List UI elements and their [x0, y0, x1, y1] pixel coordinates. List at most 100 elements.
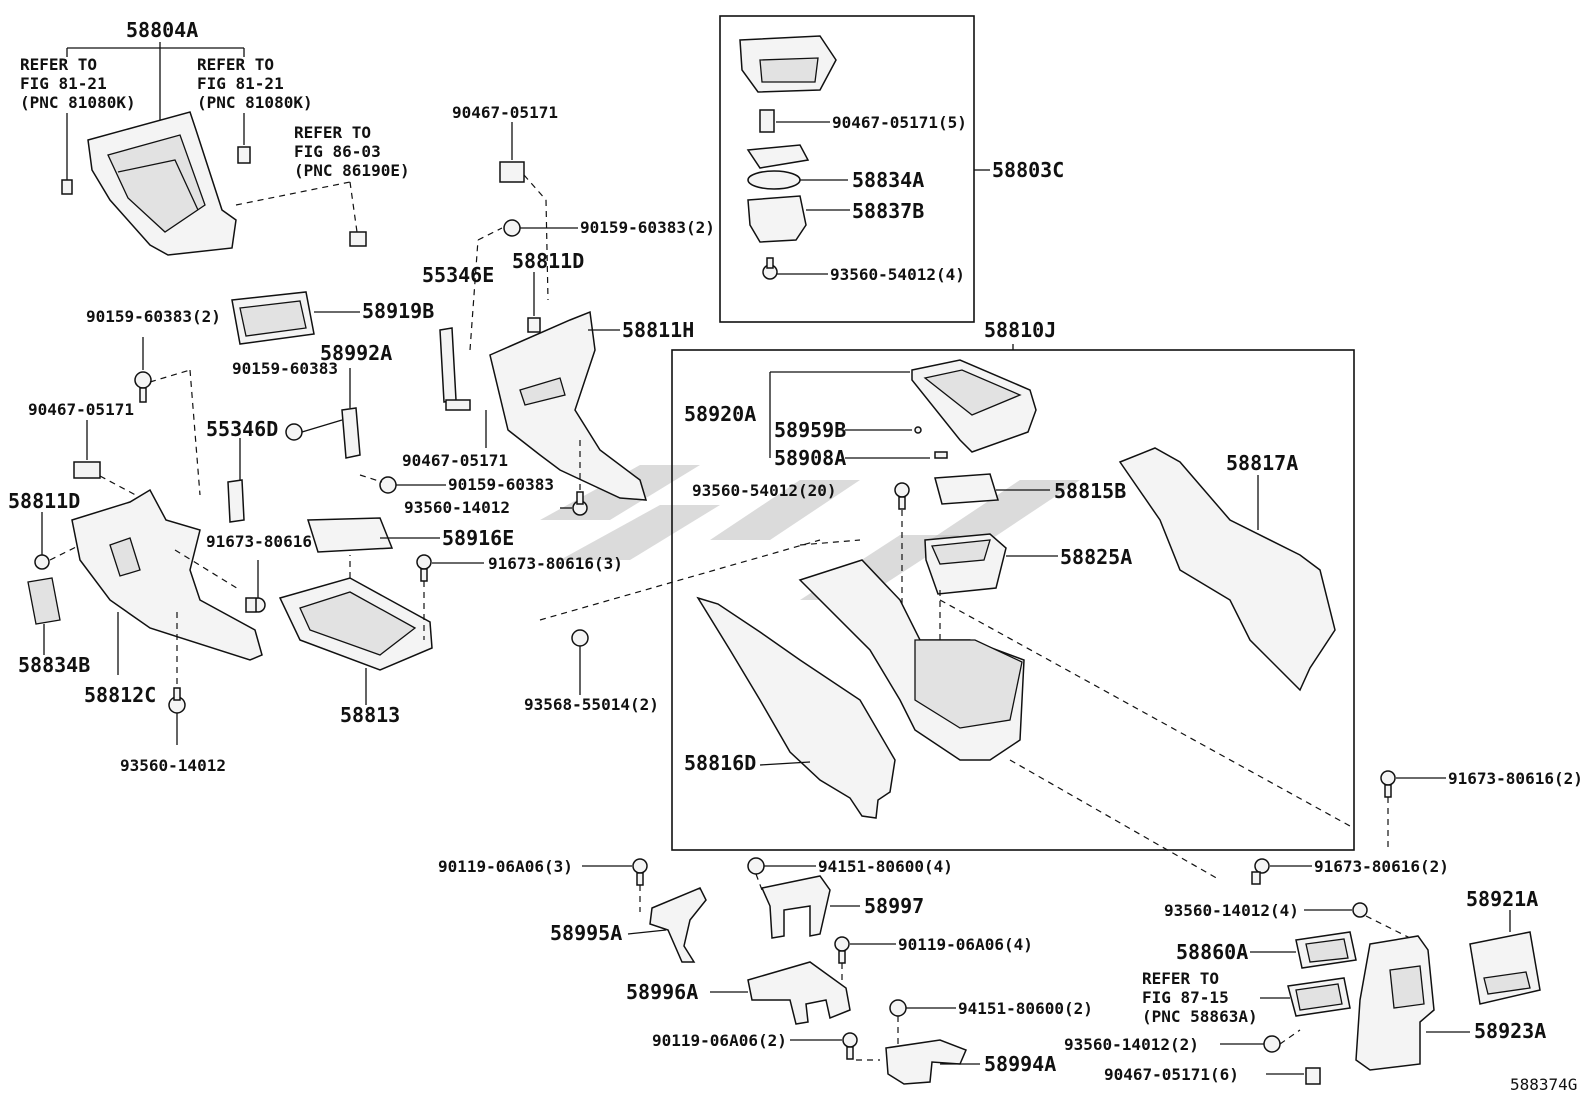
part-58920A-lid — [769, 344, 1037, 459]
part-bolt-93560-mid — [560, 440, 588, 516]
part-bolt-91673-3 — [416, 554, 484, 640]
callout-94151-80600-2: 94151-80600(2) — [958, 999, 1093, 1018]
part-58817A — [1118, 447, 1336, 692]
callout-91673-80616-2-a: 91673-80616(2) — [1448, 769, 1583, 788]
box-58803C — [719, 15, 975, 323]
callout-58834B: 58834B — [18, 653, 90, 677]
part-58825A — [924, 533, 1058, 595]
callout-58921A: 58921A — [1466, 887, 1538, 911]
callout-58994A: 58994A — [984, 1052, 1056, 1076]
part-screw-90159-left — [134, 337, 201, 496]
part-58812C — [71, 488, 263, 675]
callout-93560-14012-mid: 93560-14012 — [404, 498, 510, 517]
callout-58995A: 58995A — [550, 921, 622, 945]
ref4-line3: (PNC 58863A) — [1142, 1007, 1258, 1026]
part-bolt-93560-4 — [1304, 902, 1411, 939]
part-58804A-panel — [61, 42, 367, 256]
part-58816D — [696, 596, 896, 819]
ref2-line2: FIG 81-21 — [197, 74, 284, 93]
callout-58860A: 58860A — [1176, 940, 1248, 964]
part-58860A — [1250, 931, 1357, 969]
callout-93560-14012-4: 93560-14012(4) — [1164, 901, 1299, 920]
part-bolt-93560-left — [168, 612, 186, 745]
part-bolt-91673-left — [245, 560, 266, 613]
part-screw-93568 — [539, 539, 821, 695]
callout-91673-80616-2-b: 91673-80616(2) — [1314, 857, 1449, 876]
callout-90467-05171-left: 90467-05171 — [28, 400, 134, 419]
callout-90159-60383-low: 90159-60383 — [448, 475, 554, 494]
part-bolt-91673-right-a — [1380, 770, 1446, 850]
callout-94151-80600-4: 94151-80600(4) — [818, 857, 953, 876]
callout-93568-55014-2: 93568-55014(2) — [524, 695, 659, 714]
ref2-line1: REFER TO — [197, 55, 274, 74]
part-nut-94151-4 — [747, 857, 816, 891]
part-bolt-93560-20 — [894, 482, 910, 640]
callout-58816D: 58816D — [684, 751, 756, 775]
callout-90119-06A06-2: 90119-06A06(2) — [652, 1031, 787, 1050]
callout-58992A: 58992A — [320, 341, 392, 365]
callout-90119-06A06-4: 90119-06A06(4) — [898, 935, 1033, 954]
part-58921A — [1469, 910, 1541, 1005]
callout-90467-05171-5: 90467-05171(5) — [832, 113, 967, 132]
callout-58811D-left: 58811D — [8, 489, 80, 513]
part-55346D — [227, 438, 245, 523]
guide-line — [939, 599, 1351, 827]
callout-58997: 58997 — [864, 894, 924, 918]
part-58995A — [627, 887, 707, 963]
part-55346E — [439, 227, 503, 411]
drawing-number: 588374G — [1510, 1075, 1577, 1094]
part-58994A — [885, 1039, 980, 1085]
label-58810J: 58810J — [984, 318, 1056, 342]
ref3-line1: REFER TO — [294, 123, 371, 142]
callout-55346D: 55346D — [206, 417, 278, 441]
part-58997 — [760, 875, 860, 939]
callout-90467-05171-6: 90467-05171(6) — [1104, 1065, 1239, 1084]
ref4-line1: REFER TO — [1142, 969, 1219, 988]
callout-90159-60383-mid: 90159-60383 — [232, 359, 338, 378]
part-vent-87-15 — [1260, 977, 1351, 1017]
ref3-line3: (PNC 86190E) — [294, 161, 410, 180]
part-screw-90159-mid — [359, 474, 446, 494]
part-console-box — [798, 539, 1025, 761]
part-58919B — [231, 291, 360, 345]
callout-58812C: 58812C — [84, 683, 156, 707]
guide-line — [1009, 759, 1221, 881]
part-clip-90467-top — [499, 122, 549, 301]
part-bolt-90119-2 — [790, 1032, 880, 1061]
callout-58916E: 58916E — [442, 526, 514, 550]
ref3-line2: FIG 86-03 — [294, 142, 381, 161]
part-bolt-90119-4 — [834, 936, 896, 985]
callout-58908A: 58908A — [774, 446, 846, 470]
callout-90467-05171-top: 90467-05171 — [452, 103, 558, 122]
part-clip-90467-6 — [1266, 1067, 1321, 1085]
ref2-line3: (PNC 81080K) — [197, 93, 313, 112]
ref1-line2: FIG 81-21 — [20, 74, 107, 93]
part-58992A — [285, 368, 361, 459]
callout-58959B: 58959B — [774, 418, 846, 442]
callout-90159-60383-2-left: 90159-60383(2) — [86, 307, 221, 326]
callout-58996A: 58996A — [626, 980, 698, 1004]
callout-58811D-top: 58811D — [512, 249, 584, 273]
label-58803C: 58803C — [992, 158, 1064, 182]
callout-58919B: 58919B — [362, 299, 434, 323]
part-bolt-90119-3 — [582, 858, 648, 912]
callout-90467-05171-mid: 90467-05171 — [402, 451, 508, 470]
part-clip-90467-left — [73, 420, 146, 501]
ref4-line2: FIG 87-15 — [1142, 988, 1229, 1007]
callout-58815B: 58815B — [1054, 479, 1126, 503]
labels-layer: 58804A 58803C 58810J REFER TO FIG 81-21 … — [8, 18, 1583, 1094]
callout-58837B: 58837B — [852, 199, 924, 223]
callout-58834A: 58834A — [852, 168, 924, 192]
part-58803C-cupholder — [739, 35, 990, 280]
callout-58813: 58813 — [340, 703, 400, 727]
part-pin-58811D-top — [527, 272, 541, 333]
callout-93560-54012-20: 93560-54012(20) — [692, 481, 837, 500]
part-58813 — [278, 555, 433, 705]
part-bolt-93560-2 — [1220, 1029, 1301, 1053]
callout-58811H: 58811H — [622, 318, 694, 342]
part-58916E — [306, 517, 440, 553]
callout-55346E: 55346E — [422, 263, 494, 287]
callout-93560-14012-left: 93560-14012 — [120, 756, 226, 775]
